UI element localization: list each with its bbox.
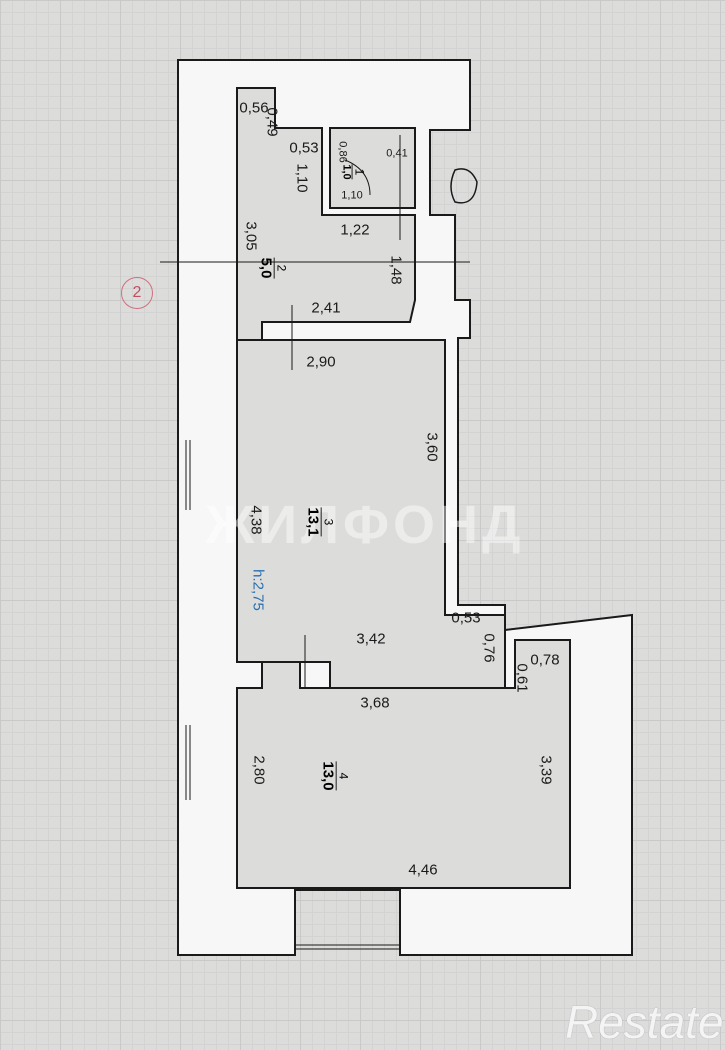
axis-marker: 2 — [121, 277, 153, 309]
dim-label: 0,78 — [530, 651, 560, 669]
dim-label: 2,80 — [250, 755, 268, 785]
dim-label: 1,22 — [340, 221, 370, 239]
dim-label: 0,41 — [386, 147, 408, 160]
dim-label: 3,60 — [423, 432, 441, 462]
dim-label: 2,41 — [311, 299, 341, 317]
dim-label: 0,61 — [513, 663, 531, 693]
dim-label: 1,48 — [387, 255, 405, 285]
restate-logo: Restate — [565, 996, 724, 1048]
dim-label: 4,46 — [408, 861, 438, 879]
dim-label: 1,10 — [341, 189, 363, 202]
dim-label: 0,53 — [451, 609, 481, 627]
dim-label: 4,38 — [247, 505, 265, 535]
dim-label: 1,10 — [293, 163, 311, 193]
dim-label: 0,56 — [239, 99, 269, 117]
dim-label: 0,76 — [480, 633, 498, 663]
dim-label: 0,86 — [336, 141, 349, 163]
dim-label: 0,49 — [263, 107, 281, 137]
dim-label: 3,39 — [537, 755, 555, 785]
toilet-icon — [450, 168, 478, 204]
ceiling-height-label: h:2,75 — [249, 569, 267, 611]
watermark: ЖИЛФОНД — [205, 495, 525, 555]
dim-label: 3,05 — [242, 221, 260, 251]
dim-label: 3,42 — [356, 630, 386, 648]
dim-label: 3,68 — [360, 694, 390, 712]
door-swing — [344, 159, 371, 196]
room-4-outline — [236, 639, 571, 889]
dim-label: 2,90 — [306, 353, 336, 371]
room-1-outline — [329, 127, 416, 209]
dim-label: 0,53 — [289, 139, 319, 157]
